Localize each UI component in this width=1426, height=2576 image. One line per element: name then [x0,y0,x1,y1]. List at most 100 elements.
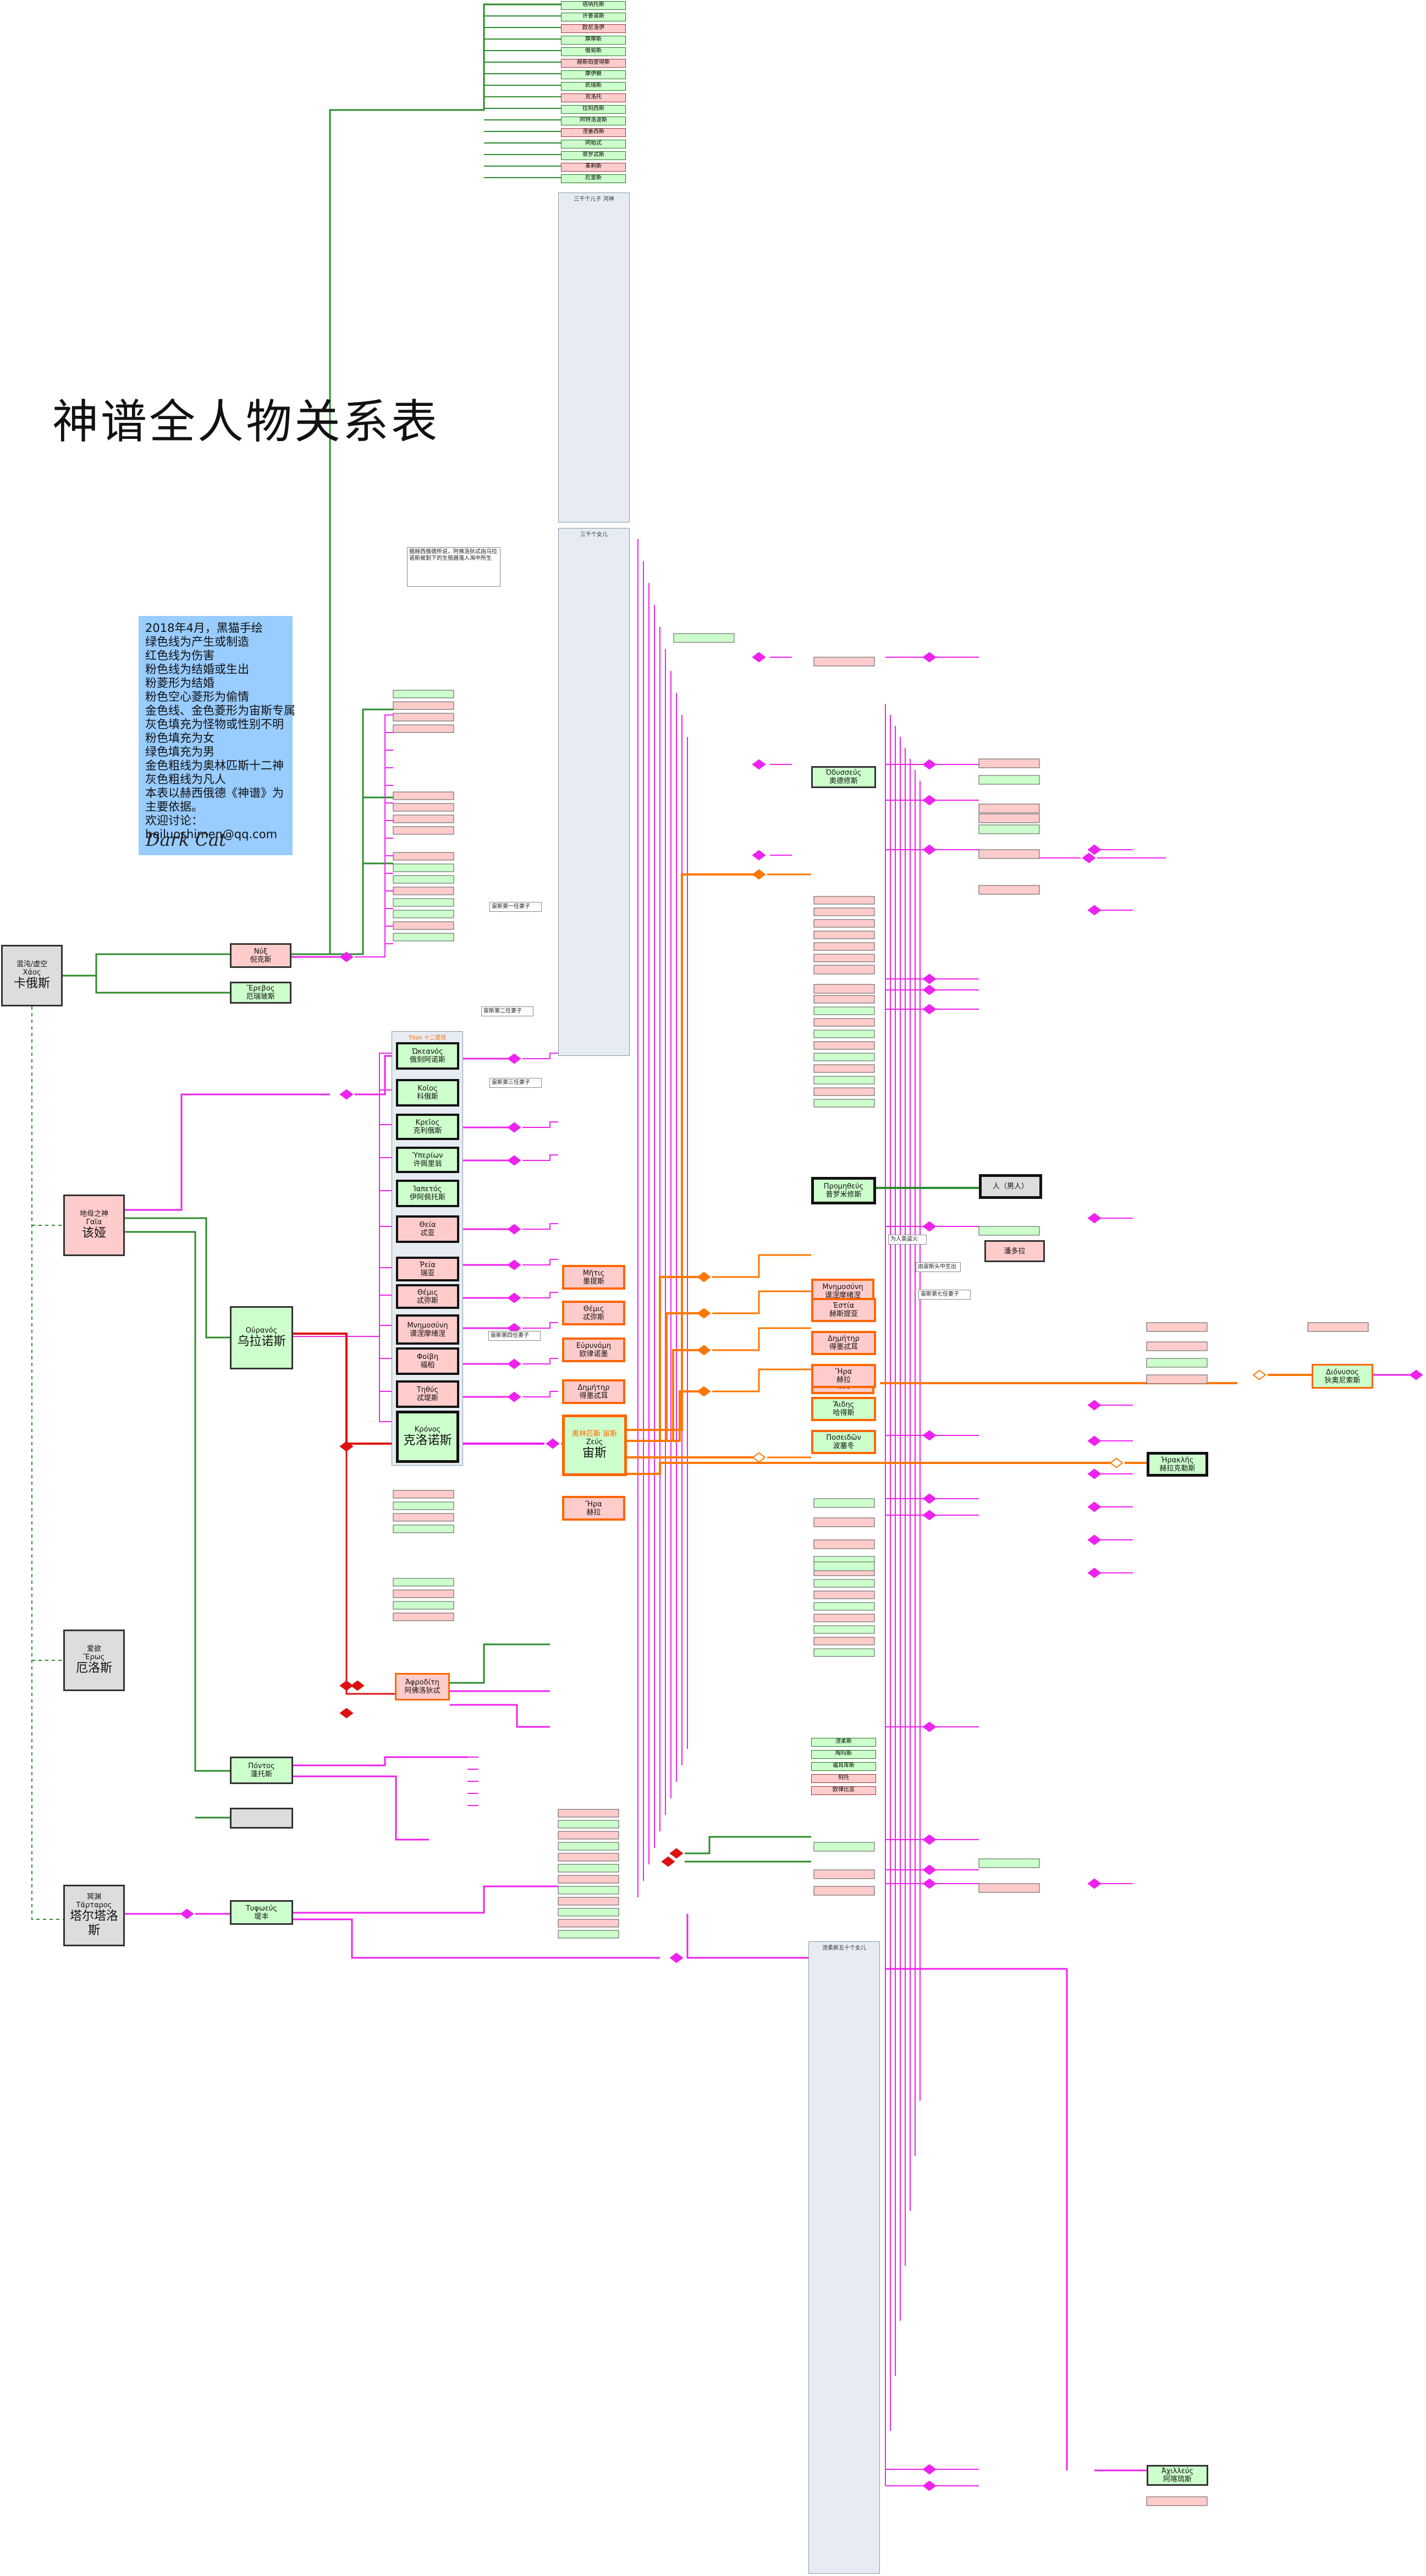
nyx-child-item[interactable]: 摩伊赖 [561,70,626,79]
node-odysseus[interactable]: Ὀδυσσεύς 奥德修斯 [811,766,876,788]
node-greek: Δημήτηρ [577,1383,610,1392]
node-pandora[interactable]: 潘多拉 [984,1240,1045,1262]
node-uranus[interactable]: Οὐρανός 乌拉诺斯 [230,1306,293,1369]
nyx-child-item[interactable]: 厄里斯 [561,174,626,183]
nyx-child-item[interactable]: 赫斯珀里得斯 [561,59,626,68]
relation-line [355,1055,396,1096]
node-greek: Οὐρανός [245,1326,278,1335]
node-typhon[interactable]: Τυφωεύς 堤丰 [230,1900,293,1925]
nyx-child-item[interactable]: 塔纳托斯 [561,1,626,10]
marriage-diamond [1087,905,1102,916]
sea-child-item[interactable]: 刻托 [811,1774,876,1783]
node-greek: Τάρταρος [76,1901,112,1909]
relation-line [686,1914,808,1959]
list-row [813,1030,875,1038]
node-aphrodite[interactable]: Ἀφροδίτη 阿佛洛狄忒 [395,1673,450,1700]
node-name: 瑞亚 [420,1269,435,1278]
annotation-note: 由宙斯头中生出 [916,1262,961,1272]
node-erebus[interactable]: Ἔρεβος 厄瑞玻斯 [230,982,291,1004]
node-greek: Ὠκεανός [412,1048,443,1056]
node-greek: Μνημοσύνη [822,1283,863,1291]
legend-line: 灰色粗线为凡人 [145,773,226,786]
node-dionysus[interactable]: Διόνυσος 狄奥尼索斯 [1312,1364,1373,1389]
relation-line [522,1053,558,1059]
relation-line [712,1327,811,1351]
node-name: 谟涅摩绪涅 [824,1291,861,1300]
node-greek: Μῆτις [582,1269,605,1278]
node-monster[interactable] [230,1808,293,1829]
relation-line [125,1231,230,1772]
node-name: 俄刻阿诺斯 [409,1056,445,1064]
nyx-child-item[interactable]: 克洛托 [561,93,626,102]
node-gaia[interactable]: 地母之神 Γαῖα 该娅 [63,1195,125,1256]
sea-child-item[interactable]: 欧律比亚 [811,1786,876,1795]
relation-line [712,1368,811,1392]
marriage-diamond [180,1908,194,1919]
node-heracles[interactable]: Ἡρακλῆς 赫拉克勒斯 [1147,1452,1208,1477]
node-chaos[interactable]: 混沌/虚空 Χάος 卡俄斯 [1,945,63,1006]
relation-line [125,1217,230,1339]
node-nyx[interactable]: Νύξ 倪克斯 [230,943,291,968]
nyx-child-item[interactable]: 摩摩斯 [561,36,626,45]
relative-box [978,813,1040,823]
nyx-child-item[interactable]: 涅墨西斯 [561,128,626,137]
marriage-diamond [922,2464,937,2475]
node-name: 狄奥尼索斯 [1324,1376,1361,1385]
node-name: 阿喀琉斯 [1163,2475,1192,2484]
node-tartarus[interactable]: 冥渊 Τάρταρος 塔尔塔洛斯 [63,1885,125,1946]
nyx-child-item[interactable]: 俄匊斯 [561,47,626,56]
relation-line [355,732,393,957]
list-row [393,1601,454,1610]
nyx-child-item[interactable]: 阿帕忒 [561,140,626,148]
node-greek: Ἀφροδίτη [405,1678,440,1687]
nyx-child-item[interactable]: 菲罗忒斯 [561,151,626,160]
relation-line [401,3,561,111]
list-row [558,1820,619,1829]
sea-child-item[interactable]: 陶玛斯 [811,1750,876,1759]
marriage-diamond [922,759,937,770]
nyx-child-item[interactable]: 革剌斯 [561,163,626,172]
node-greek: Θέμις [417,1288,438,1297]
relative-box [1307,1322,1369,1332]
sea-child-item[interactable]: 涅柔斯 [811,1738,876,1747]
nyx-child-item[interactable]: 许普诺斯 [561,13,626,21]
node-prometheus[interactable]: Προμηθεύς 普罗米修斯 [811,1177,876,1204]
marriage-diamond [669,1848,684,1859]
nyx-child-item[interactable]: 凯瑞斯 [561,82,626,91]
node-mankind[interactable]: 人（男人） [979,1174,1042,1199]
nyx-child-item[interactable]: 阿特洛波斯 [561,117,626,125]
node-achilles[interactable]: Ἀχιλλεύς 阿喀琉斯 [1147,2465,1208,2486]
sea-child-item[interactable]: 福耳库斯 [811,1762,876,1771]
relation-line [293,1775,429,1841]
node-eros[interactable]: 爱欲 Ἔρως 厄洛斯 [63,1630,125,1691]
marriage-diamond [1087,1878,1102,1889]
marriage-diamond [922,652,937,663]
nyx-child-item[interactable]: 欧尼洛伊 [561,24,626,33]
nyx-child-item[interactable]: 拉刻西斯 [561,105,626,114]
node-zeus[interactable]: 奥林匹斯 宙斯 Ζεύς 宙斯 [562,1414,627,1476]
node-greek: Ἔρεβος [246,984,275,993]
node-pontus[interactable]: Πόντος 蓬托斯 [230,1757,293,1784]
